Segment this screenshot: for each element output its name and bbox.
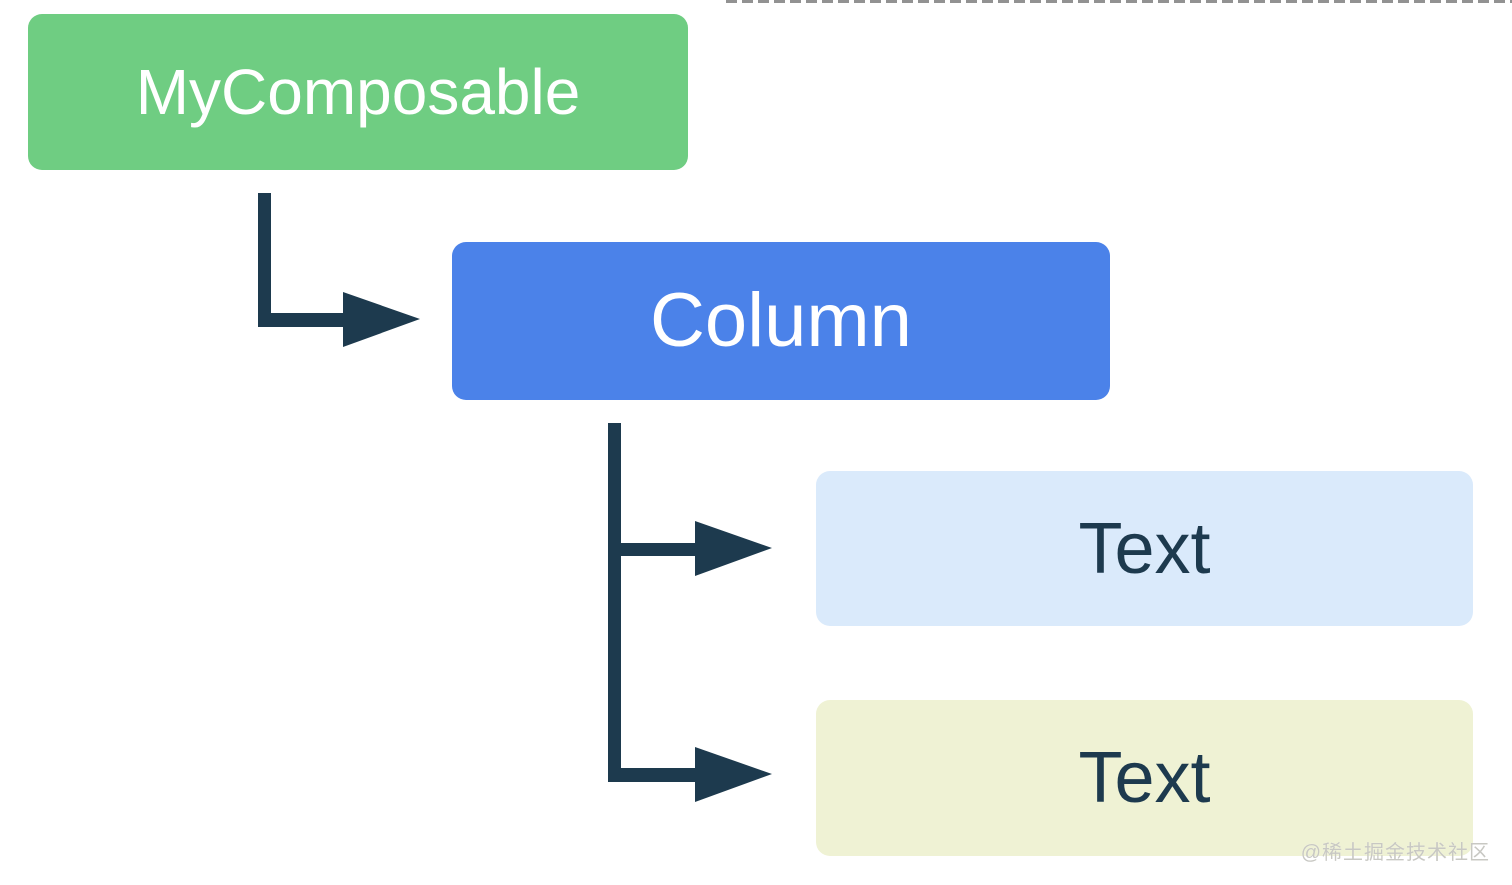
arrow-horizontal-line bbox=[608, 768, 695, 782]
node-mycomposable: MyComposable bbox=[28, 14, 688, 170]
arrow-vertical-line bbox=[258, 193, 271, 327]
node-text-1: Text bbox=[816, 471, 1473, 626]
arrow-horizontal-line bbox=[258, 313, 343, 327]
arrowhead-icon bbox=[695, 747, 772, 802]
watermark: @稀土掘金技术社区 bbox=[1300, 842, 1490, 864]
node-text-2: Text bbox=[816, 700, 1473, 856]
node-column: Column bbox=[452, 242, 1110, 400]
arrow-vertical-line bbox=[608, 423, 621, 782]
arrow-horizontal-line bbox=[608, 543, 695, 556]
top-dashed-line bbox=[726, 0, 1512, 3]
arrowhead-icon bbox=[695, 521, 772, 576]
arrowhead-icon bbox=[343, 292, 420, 347]
